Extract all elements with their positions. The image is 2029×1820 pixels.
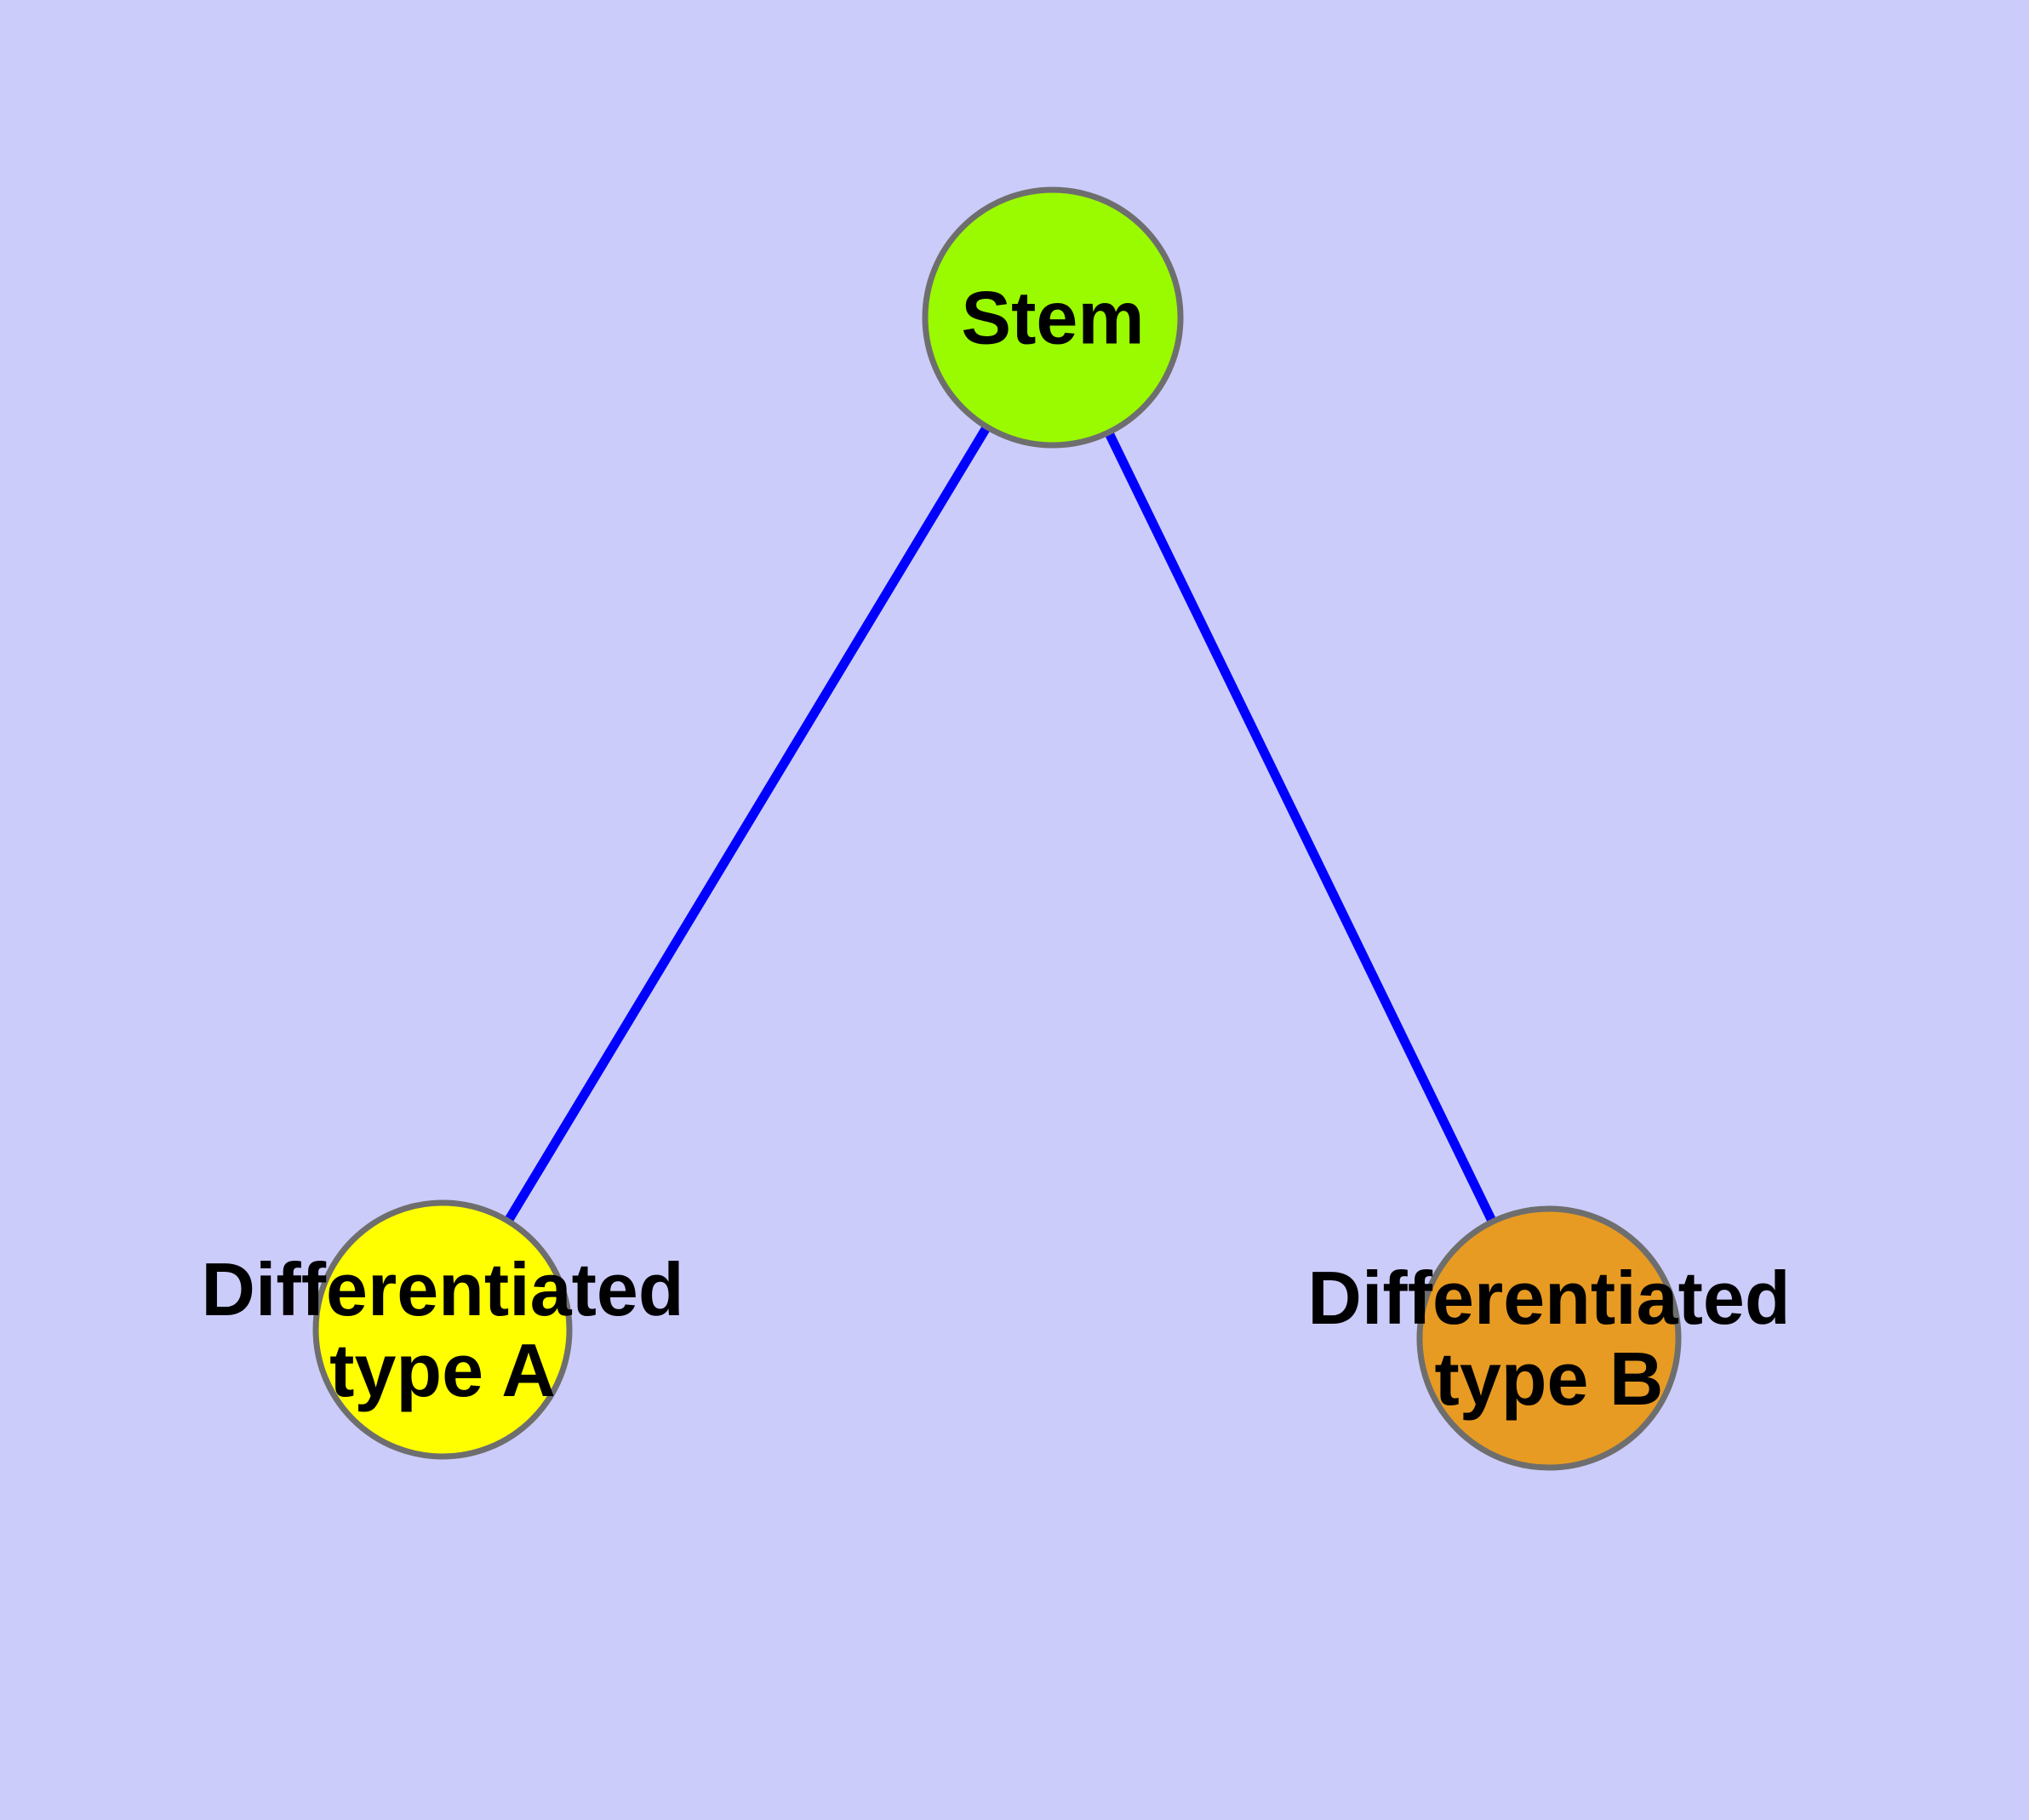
edges-layer — [505, 426, 1496, 1222]
graph-node-diff-b[interactable] — [1416, 1205, 1682, 1471]
nodes-layer — [312, 186, 1682, 1471]
graph-edge-stem-to-diff-a — [505, 426, 991, 1222]
graph-node-diff-a[interactable] — [312, 1199, 573, 1460]
graph-node-stem[interactable] — [922, 186, 1184, 449]
graph-edge-stem-to-diff-b — [1105, 432, 1496, 1222]
